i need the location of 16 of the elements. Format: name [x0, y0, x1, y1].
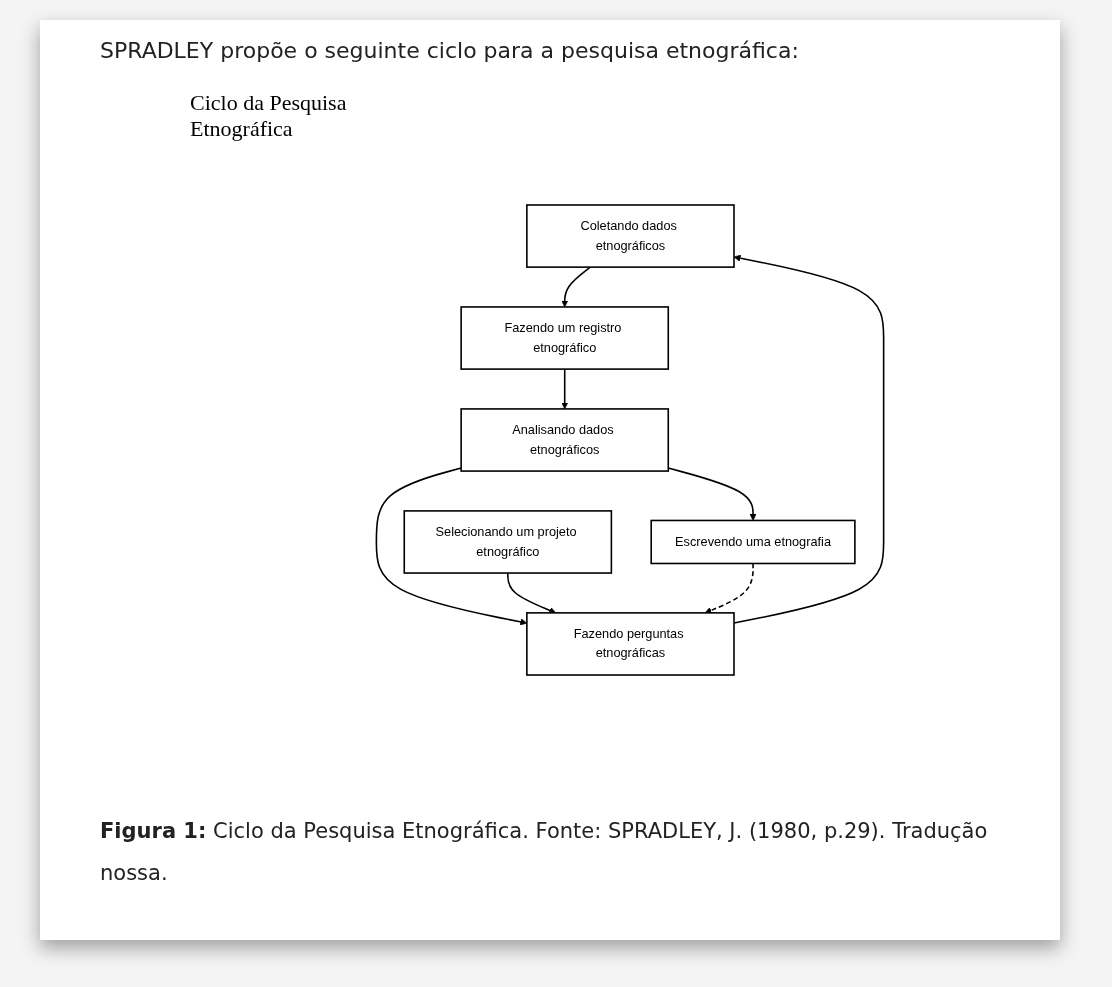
node-box — [460, 306, 670, 370]
arrow — [507, 572, 557, 614]
arrow — [733, 254, 885, 624]
node-box — [526, 612, 735, 676]
node-box — [460, 408, 670, 472]
card-background: SPRADLEY propõe o seguinte ciclo para a pesquisa etnográfica: Ciclo da Pesquisa Etnográfica Coletando dados etnográficos Fazendo um registro etnográfico Analisando dados etnográficos Fazendo perguntas etnográficas Selecionando um projeto etnográfico Escrevendo uma etnografia Figura 1: Ciclo da Pesquisa Etnográfica. Fonte: SPRADLEY, J. (1980, p.29). Tradução nossa. — [40, 20, 1060, 940]
figure-caption: Figura 1: Ciclo da Pesquisa Etnográfica. Fonte: SPRADLEY, J. (1980, p.29). Tradução nossa. — [100, 818, 989, 887]
arrow — [561, 368, 569, 410]
diagram-label: Ciclo da Pesquisa Etnográfica — [190, 90, 348, 142]
node-box — [403, 510, 613, 574]
arrow — [561, 266, 592, 308]
heading: SPRADLEY propõe o seguinte ciclo para a pesquisa etnográfica: — [100, 38, 799, 63]
arrow — [704, 562, 754, 614]
arrow — [667, 467, 757, 521]
node-box — [526, 204, 735, 268]
node-box — [650, 519, 856, 565]
